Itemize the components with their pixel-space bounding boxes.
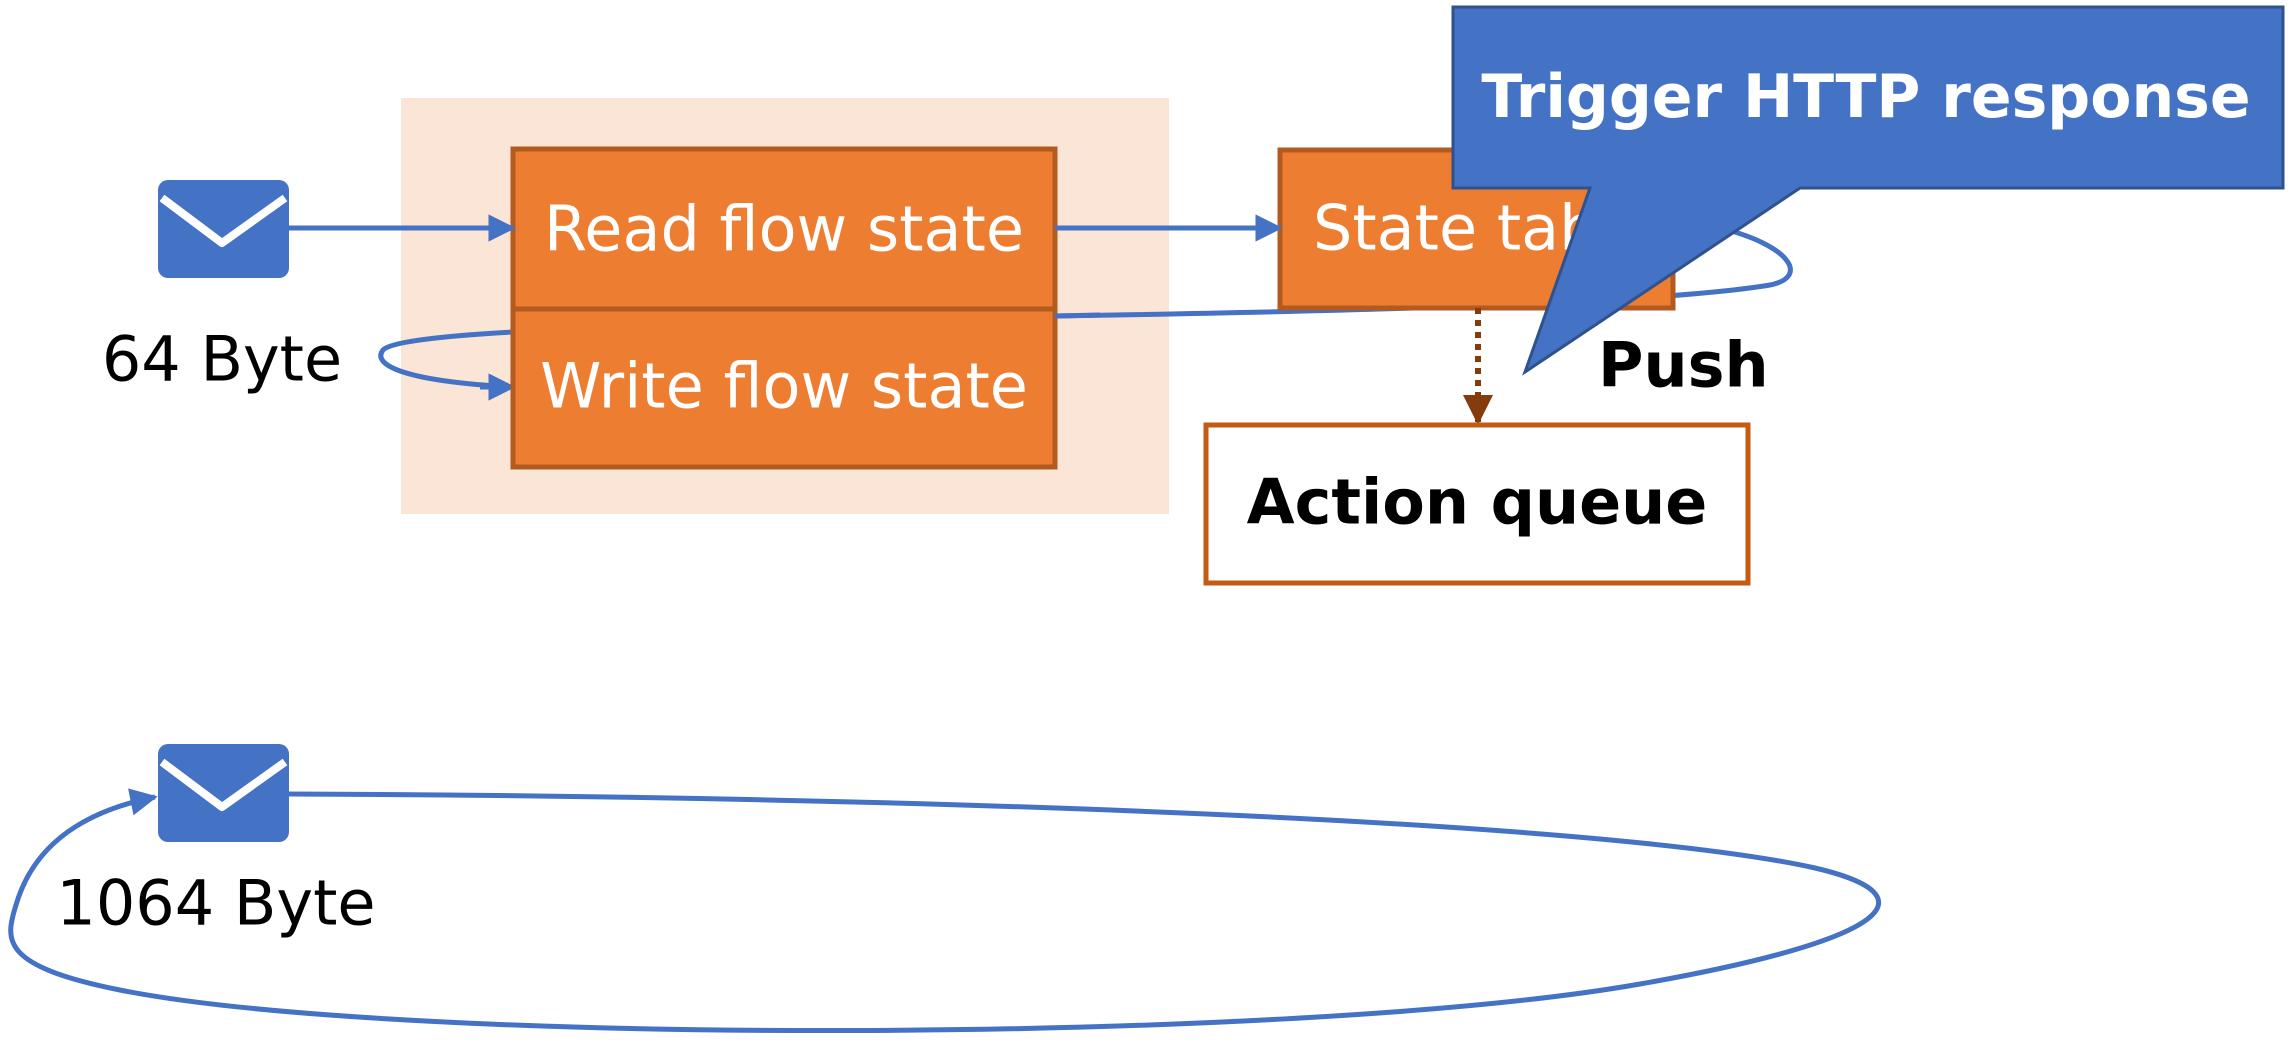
action-queue-label: Action queue	[1247, 466, 1708, 539]
envelope-icon	[158, 180, 289, 278]
trigger-http-callout-text: Trigger HTTP response	[1481, 62, 2250, 132]
write-back-loop-over-box	[1054, 312, 1101, 319]
small-packet-size-label: 64 Byte	[102, 323, 342, 396]
read-flow-state-label: Read flow state	[544, 193, 1024, 266]
large-packet-size-label: 1064 Byte	[56, 867, 375, 940]
action-queue-box	[1203, 422, 1751, 586]
write-flow-state-label: Write flow state	[540, 350, 1028, 423]
write-flow-state-box	[510, 306, 1058, 470]
trigger-http-callout	[1451, 5, 2285, 376]
large-packet-loop-arrow	[8, 788, 1882, 1034]
push-label: Push	[1598, 329, 1769, 402]
envelope-icon	[158, 744, 289, 842]
